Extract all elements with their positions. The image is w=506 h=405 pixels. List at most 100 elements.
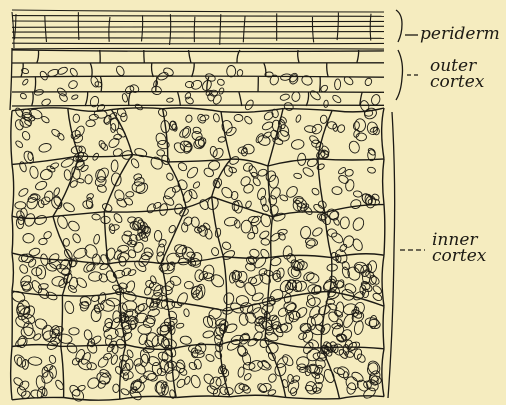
starch-grain [126,191,134,197]
starch-grain [95,166,110,182]
starch-grain [305,366,311,376]
starch-grain [17,187,29,198]
starch-grain [295,114,302,123]
starch-grain [176,323,185,329]
starch-grain [224,216,238,226]
inner-cell-wall [273,212,325,217]
starch-grain [302,270,315,282]
starch-grain [261,238,270,245]
starch-grain [334,79,340,90]
inner-cell-wall [176,396,229,398]
starch-grain [97,292,107,305]
outer-cell-wall [320,77,321,92]
starch-grain [304,125,316,133]
starch-grain [156,149,164,156]
starch-grain [317,200,328,210]
periderm-wall [170,14,171,45]
layer-brackets [388,10,425,398]
starch-grain [277,231,286,241]
inner-cell-wall [11,347,12,400]
starch-grain [206,384,219,395]
starch-grain [91,308,101,322]
inner-cell-wall [12,253,13,291]
starch-grain [133,173,142,181]
starch-grain [134,103,143,111]
starch-grain [126,349,134,359]
label-outer-cortex-line2: cortex [430,74,484,90]
starch-grain [182,189,194,203]
starch-grain [28,247,41,258]
starch-grain [53,187,61,197]
periderm-top-edge [12,10,384,12]
starch-grain [248,216,259,223]
starch-grain [320,115,327,124]
starch-grain [353,190,363,197]
starch-grain [175,291,189,307]
starch-grain [185,165,199,180]
starch-grain [343,282,357,295]
starch-grain [67,79,78,90]
starch-grain [241,384,252,394]
inner-cell-wall [64,398,120,401]
starch-grain [300,226,311,239]
periderm-row-line [12,38,384,39]
starch-grain [366,362,379,377]
starch-grain [241,352,251,366]
starch-grain [185,81,193,87]
starch-grain [373,127,380,135]
starch-grain [22,78,29,86]
starch-grain [63,300,75,315]
inner-cell-wall [104,155,132,212]
starch-grain [280,93,291,101]
periderm-wall [194,17,195,42]
inner-cell-wall [330,258,332,292]
outer-cell-wall [357,50,359,63]
starch-grain [327,121,337,130]
starch-grain [36,265,47,280]
starch-grain [337,174,349,185]
starch-grain [43,363,53,371]
inner-cell-wall [383,159,384,205]
starch-grain [124,84,135,94]
starch-grain [335,364,351,380]
starch-grain [261,120,274,131]
starch-grain [199,114,210,122]
starch-grain [178,139,193,154]
periderm-row-line [12,15,384,16]
starch-grain [127,269,137,277]
starch-grain [38,142,52,153]
starch-grain [63,238,70,246]
starch-grain [180,335,192,345]
starch-grain [237,366,245,377]
starch-grain [67,219,81,233]
starch-grain [12,353,28,370]
periderm-wall [78,12,79,40]
starch-grain [331,94,342,104]
starch-grain [372,284,383,295]
starch-grain [227,66,236,77]
outer-cell-wall [129,92,131,106]
outer-cell-wall [156,77,157,92]
starch-grain [250,171,259,179]
starch-grain [213,113,221,123]
starch-grain [115,197,128,209]
starch-grain [208,375,223,391]
starch-grain [48,355,56,365]
starch-grain [353,121,360,130]
starch-grain [15,140,24,149]
starch-grain [216,78,225,86]
inner-cell-wall [382,255,384,306]
starch-grain [165,172,174,182]
inner-cell-wall [11,111,12,165]
starch-grain [34,317,49,331]
starch-grain [113,134,122,140]
starch-grain [239,313,249,326]
starch-grain [12,376,24,387]
starch-grain [63,169,71,181]
starch-grain [122,93,129,103]
starch-grain [212,177,223,189]
starch-grain [71,232,82,244]
inner-cell-wall [382,349,384,397]
starch-grain [184,92,192,100]
starch-grain [62,201,76,214]
